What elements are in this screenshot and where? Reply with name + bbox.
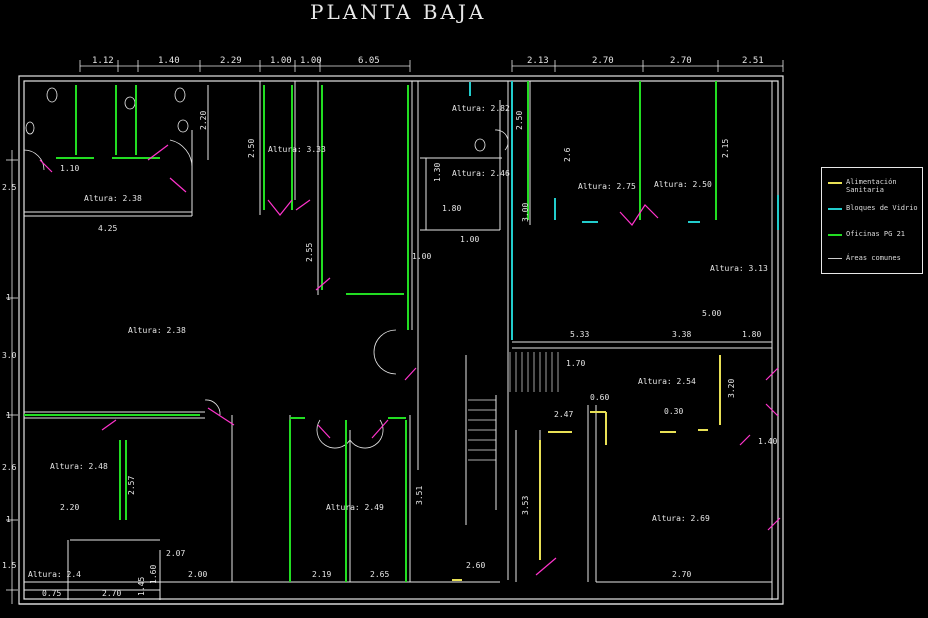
dim-label: 2.20	[199, 111, 208, 130]
room-height: Altura: 2.49	[326, 503, 384, 512]
dim-label: 3.53	[521, 496, 530, 515]
room-height: Altura: 2.75	[578, 182, 636, 191]
legend-label: Oficinas PG 21	[846, 230, 906, 238]
left-dimension-line	[6, 150, 18, 604]
dim-label: 1.40	[158, 56, 180, 66]
room-height: Altura: 2.38	[128, 326, 186, 335]
dim-label: 2.57	[127, 476, 136, 495]
dim-label: 0.60	[590, 393, 609, 402]
dim-label: 2.70	[592, 56, 614, 66]
dim-label: 2.70	[102, 589, 121, 598]
dim-label: 1.60	[149, 565, 158, 584]
dim-label: 1.00	[300, 56, 322, 66]
page-title: PLANTA BAJA	[310, 0, 487, 24]
outer-walls	[18, 75, 784, 605]
dim-label: 2.15	[721, 139, 730, 158]
dim-label: 2.07	[166, 549, 185, 558]
room-height: Altura: 2.48	[50, 462, 108, 471]
dim-label: 1.00	[270, 56, 292, 66]
room-height-labels: Altura: 2.38 Altura: 3.33 Altura: 2.82 A…	[28, 104, 768, 579]
dim-label: 1	[6, 293, 11, 302]
dim-label: 2.29	[220, 56, 242, 66]
dim-label: 2.70	[670, 56, 692, 66]
dim-label: 1.80	[742, 330, 761, 339]
top-dimension-line	[79, 60, 784, 72]
dim-label: 1.45	[137, 577, 146, 596]
dim-label: 2.65	[370, 570, 389, 579]
dim-label: 2.50	[247, 139, 256, 158]
outer-wall	[18, 75, 784, 605]
room-height: Altura: 2.38	[84, 194, 142, 203]
dim-label: 3.20	[727, 379, 736, 398]
legend: Alimentación Sanitaria Bloques de Vidrio…	[821, 167, 923, 274]
stair-treads	[468, 352, 559, 461]
dim-label: 1.30	[433, 163, 442, 182]
dim-label: 3.0	[2, 351, 17, 360]
room-height: Altura: 2.82	[452, 104, 510, 113]
dim-label: 1.40	[758, 437, 777, 446]
dim-label: 1	[6, 515, 11, 524]
dim-label: 1.5	[2, 561, 17, 570]
legend-label: Alimentación Sanitaria	[846, 178, 897, 194]
sanitary-feed	[452, 355, 721, 581]
dim-label: 0.75	[42, 589, 61, 598]
room-height: Altura: 2.46	[452, 169, 510, 178]
legend-swatch-grey	[828, 258, 842, 259]
inner-wall-line	[23, 80, 779, 600]
dim-label: 1.00	[460, 235, 479, 244]
top-dimension-labels: 1.12 1.40 2.29 1.00 1.00 6.05 2.13 2.70 …	[92, 56, 764, 66]
dim-label: 2.20	[60, 503, 79, 512]
room-height: Altura: 2.54	[638, 377, 696, 386]
dim-label: 1.80	[442, 204, 461, 213]
dim-label: 2.00	[188, 570, 207, 579]
dim-label: 5.00	[702, 309, 721, 318]
room-height: Altura: 3.33	[268, 145, 326, 154]
dim-label: 4.25	[98, 224, 117, 233]
room-height: Altura: 3.13	[710, 264, 768, 273]
dim-label: 1	[6, 411, 11, 420]
interior-dimension-labels: 1.10 4.25 2.20 2.50 2.55 1.00 1.00 1.30 …	[42, 111, 777, 598]
dim-label: 3.51	[415, 486, 424, 505]
office-partitions	[24, 81, 717, 582]
dim-label: 1.70	[566, 359, 585, 368]
room-height: Altura: 2.50	[654, 180, 712, 189]
legend-label: Áreas comunes	[846, 254, 901, 262]
left-dimension-labels: 2.5 1 3.0 1 2.6 1 1.5	[2, 183, 17, 570]
dim-label: 2.19	[312, 570, 331, 579]
legend-swatch-cyan	[828, 208, 842, 210]
dim-label: 2.13	[527, 56, 549, 66]
door-swings	[23, 129, 509, 449]
room-height: Altura: 2.4	[28, 570, 81, 579]
magenta-doors	[39, 144, 781, 576]
dim-label: 1.00	[412, 252, 431, 261]
dim-label: 0.30	[664, 407, 683, 416]
dim-label: 2.60	[466, 561, 485, 570]
dim-label: 2.47	[554, 410, 573, 419]
dim-label: 3.38	[672, 330, 691, 339]
dim-label: 1.12	[92, 56, 114, 66]
dim-label: 5.33	[570, 330, 589, 339]
dim-label: 2.51	[742, 56, 764, 66]
dim-label: 1.10	[60, 164, 79, 173]
dim-label: 2.5	[2, 183, 17, 192]
dim-label: 2.6	[563, 147, 572, 162]
legend-swatch-yellow	[828, 182, 842, 184]
legend-label: Bloques de Vidrio	[846, 204, 918, 212]
dim-label: 2.70	[672, 570, 691, 579]
dim-label: 3.00	[521, 203, 530, 222]
room-height: Altura: 2.69	[652, 514, 710, 523]
dim-label: 6.05	[358, 56, 380, 66]
dim-label: 2.50	[515, 111, 524, 130]
legend-swatch-green	[828, 234, 842, 236]
glass-blocks	[469, 81, 779, 340]
dim-label: 2.6	[2, 463, 17, 472]
dim-label: 2.55	[305, 243, 314, 262]
